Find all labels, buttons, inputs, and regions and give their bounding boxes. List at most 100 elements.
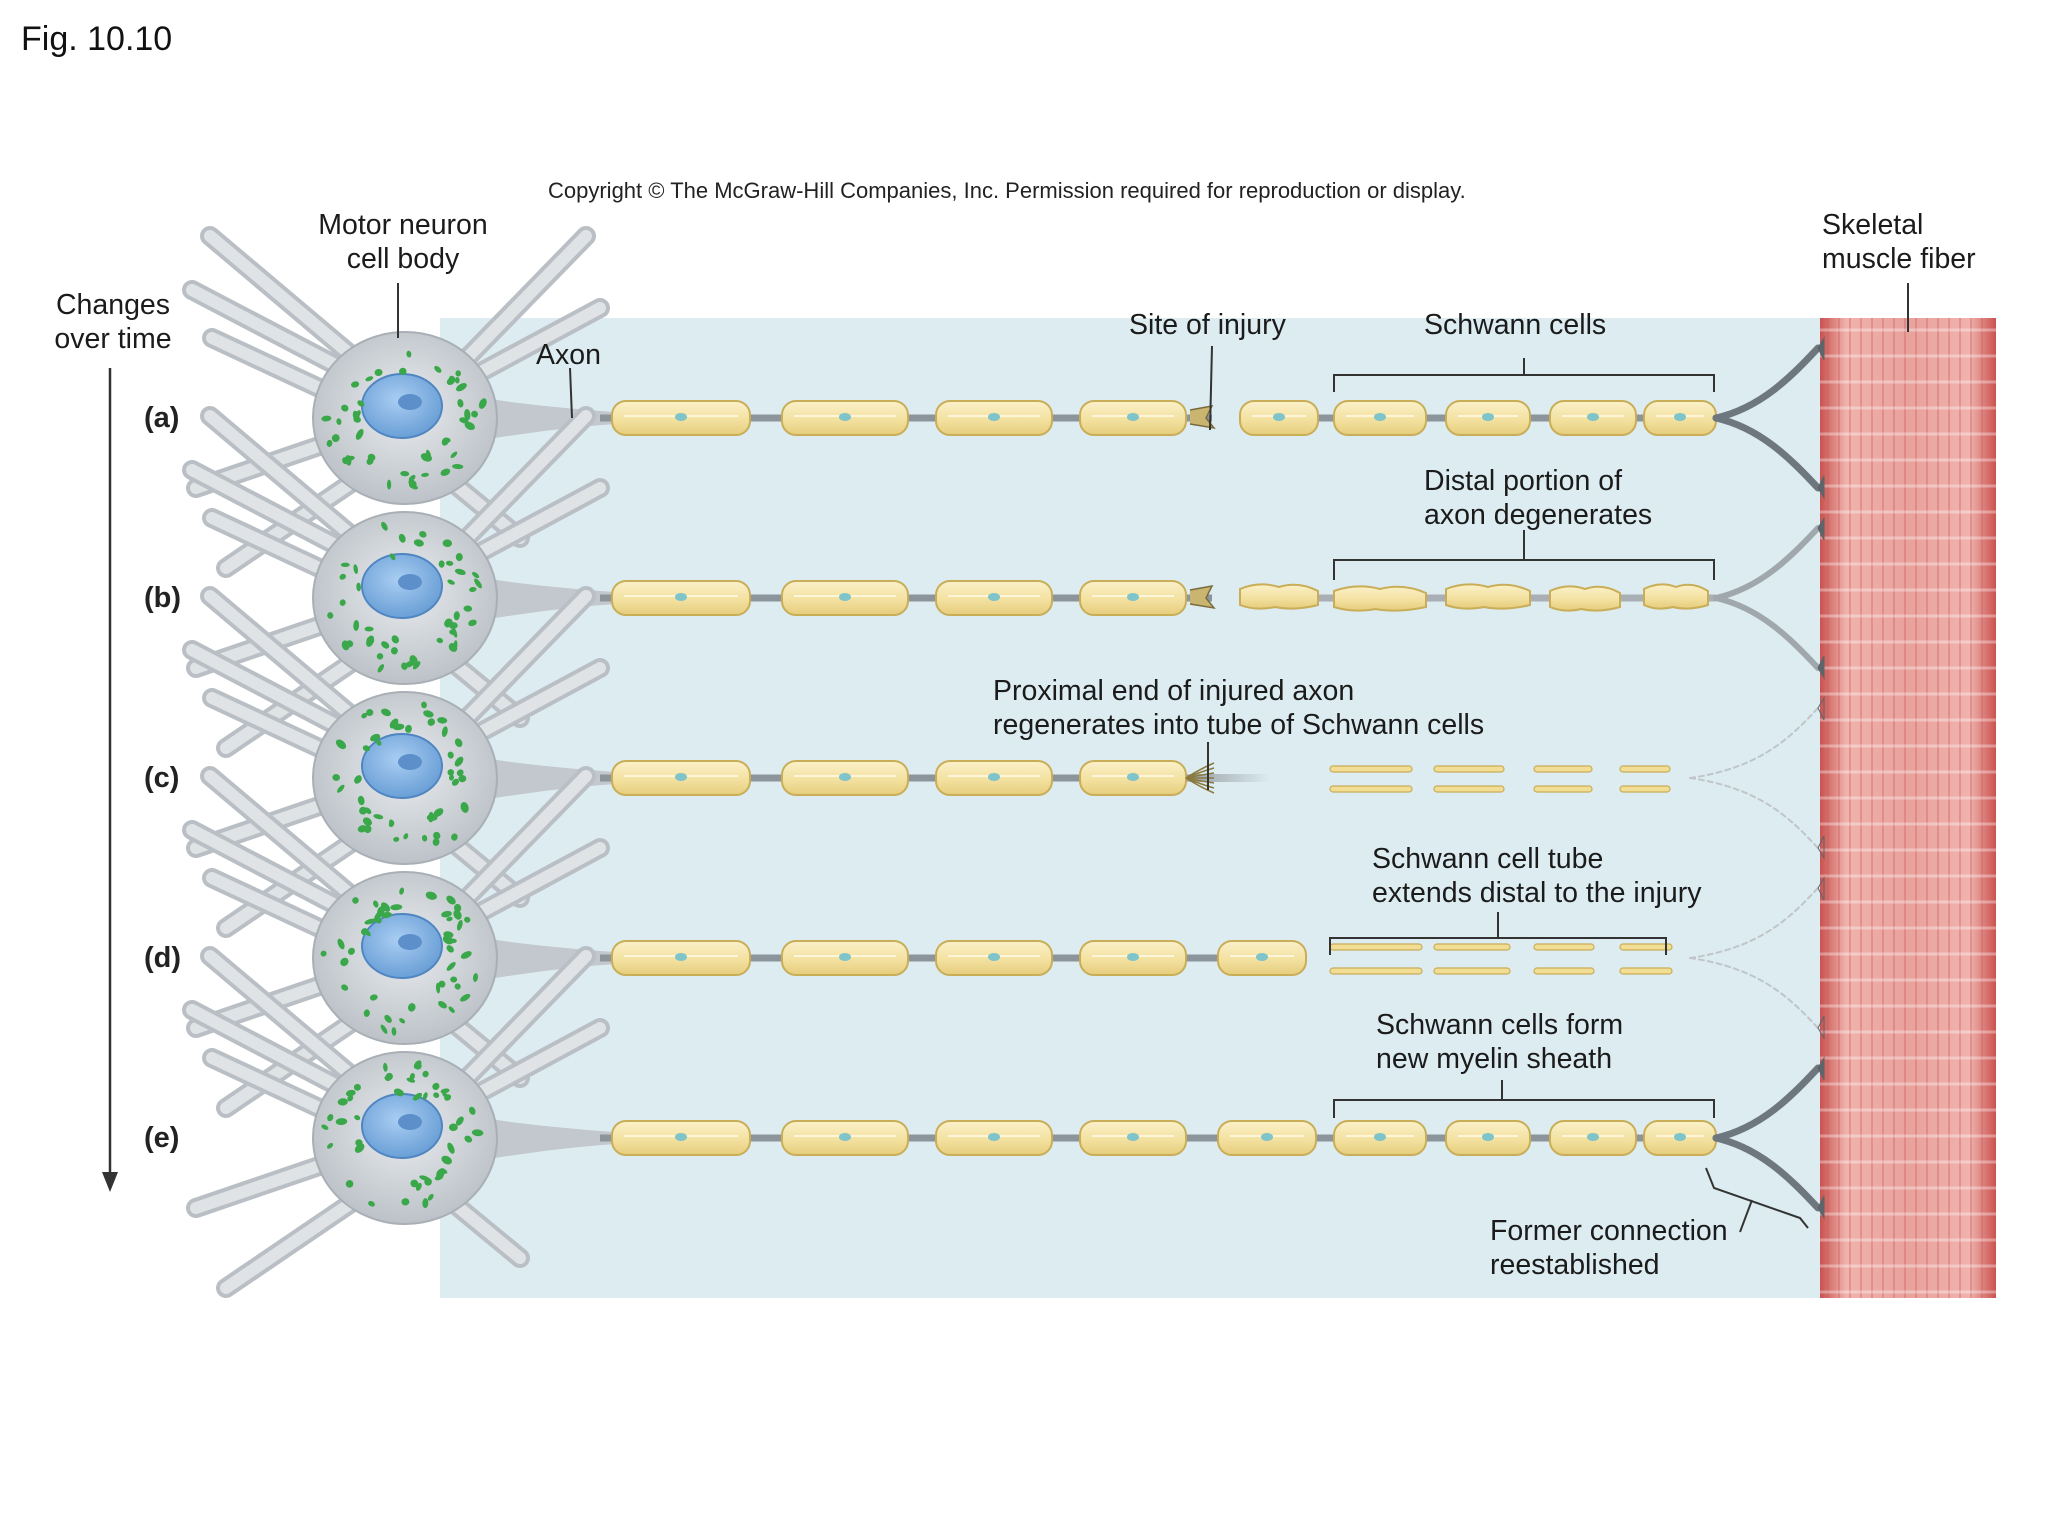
nissl-granule: [412, 661, 421, 670]
neuromuscular-junction: [1817, 1056, 1825, 1081]
nissl-granule: [464, 916, 471, 923]
nucleolus: [398, 754, 422, 770]
nissl-granule: [432, 838, 440, 846]
nissl-granule: [393, 836, 400, 842]
nissl-granule: [469, 586, 477, 593]
nissl-granule: [454, 568, 466, 576]
nissl-granule: [454, 903, 462, 913]
nissl-granule: [471, 410, 479, 418]
nissl-granule: [345, 1180, 354, 1188]
nissl-granule: [331, 434, 340, 443]
nissl-granule: [347, 947, 355, 955]
nissl-granule: [399, 887, 405, 895]
nissl-granule: [374, 368, 383, 377]
schwann-nucleus: [1674, 413, 1686, 421]
nissl-granule: [408, 480, 417, 489]
neuron-a: [182, 226, 615, 578]
nissl-granule: [450, 451, 458, 459]
nissl-granule: [341, 404, 349, 412]
nissl-granule: [390, 904, 403, 911]
nissl-granule: [381, 911, 392, 919]
nissl-granule: [468, 619, 477, 627]
nissl-granule: [407, 1003, 416, 1012]
tube-label-line2: extends distal to the injury: [1372, 877, 1702, 909]
nissl-granule: [444, 620, 451, 628]
leader-lines: [397, 283, 1909, 1233]
nissl-granule: [336, 418, 342, 425]
regenerating-axon-tip: [1190, 774, 1270, 782]
nissl-granule: [408, 474, 416, 482]
nissl-granule: [471, 1129, 484, 1137]
nissl-granule: [453, 611, 460, 621]
nissl-granule: [321, 415, 332, 422]
neuromuscular-junction: [1817, 516, 1825, 541]
nissl-granule: [355, 410, 361, 418]
nissl-granule: [449, 774, 454, 781]
nissl-granule: [448, 1123, 458, 1132]
nissl-granule: [347, 1095, 354, 1102]
distal-degenerates-label: Distal portion of axon degenerates: [1424, 464, 1652, 532]
nissl-granule: [377, 664, 385, 673]
schwann-nucleus: [1674, 1133, 1686, 1141]
nissl-granule: [320, 950, 327, 957]
nissl-granule: [321, 1124, 329, 1130]
nissl-granule: [437, 717, 448, 724]
nissl-granule: [455, 552, 463, 562]
schwann-nucleus: [1482, 1133, 1494, 1141]
nissl-granule: [383, 1062, 388, 1072]
figure-label: Fig. 10.10: [21, 20, 173, 58]
nissl-granule: [415, 1182, 422, 1191]
nissl-granule: [452, 627, 458, 638]
nissl-granule: [353, 416, 361, 423]
neuromuscular-junction: [1817, 696, 1825, 721]
axon-terminal: [1712, 344, 1822, 422]
injury-end: [1189, 404, 1216, 430]
nissl-granule: [341, 984, 349, 991]
nissl-granule: [357, 795, 365, 806]
degenerating-schwann-cell: [1333, 585, 1427, 612]
nissl-granule: [384, 1014, 392, 1023]
nissl-granule: [422, 1070, 429, 1078]
nissl-granule: [452, 463, 464, 470]
nissl-granule: [327, 1142, 334, 1149]
nissl-granule: [373, 814, 384, 820]
nissl-granule: [447, 1142, 455, 1154]
nissl-granule: [426, 814, 438, 821]
nissl-granule: [445, 560, 454, 566]
schwann-tube-wall: [1619, 785, 1671, 793]
schwann-nucleus: [988, 413, 1000, 421]
nissl-granule: [399, 1018, 406, 1024]
proximal-regenerates-label: Proximal end of injured axon regenerates…: [993, 674, 1484, 742]
skeletal-label-line1: Skeletal: [1822, 209, 1924, 241]
nissl-granule: [438, 980, 446, 988]
schwann-nucleus: [839, 1133, 851, 1141]
nissl-granule: [390, 647, 398, 655]
nissl-granule: [446, 916, 453, 922]
schwann-nucleus: [1127, 773, 1139, 781]
axon-row-b: [600, 516, 1825, 680]
axon-row-d: [600, 876, 1825, 1040]
degenerating-schwann-cell: [1549, 585, 1621, 612]
nissl-granule: [406, 350, 412, 358]
regenerating-sprout: [1185, 777, 1215, 794]
nissl-granule: [458, 774, 467, 783]
skeletal-label-line2: muscle fiber: [1822, 243, 1976, 275]
nissl-granule: [364, 918, 376, 925]
skeletal-muscle-fiber: [1820, 318, 1996, 1298]
schwann-tube-wall: [1533, 765, 1593, 773]
nissl-granule: [392, 723, 405, 731]
nissl-granule: [421, 701, 427, 709]
nucleolus: [398, 1114, 422, 1130]
schwann-nucleus: [1261, 1133, 1273, 1141]
nissl-granule: [405, 724, 412, 733]
nissl-granule: [339, 599, 346, 606]
myelin-label-line2: new myelin sheath: [1376, 1043, 1613, 1075]
nissl-granule: [405, 660, 415, 668]
nissl-granule: [447, 751, 454, 759]
nissl-granule: [448, 1006, 455, 1013]
nissl-granule: [376, 653, 384, 660]
neuromuscular-junction: [1817, 655, 1825, 680]
stage-c-label: (c): [144, 762, 180, 794]
former-label-line2: reestablished: [1490, 1249, 1660, 1281]
